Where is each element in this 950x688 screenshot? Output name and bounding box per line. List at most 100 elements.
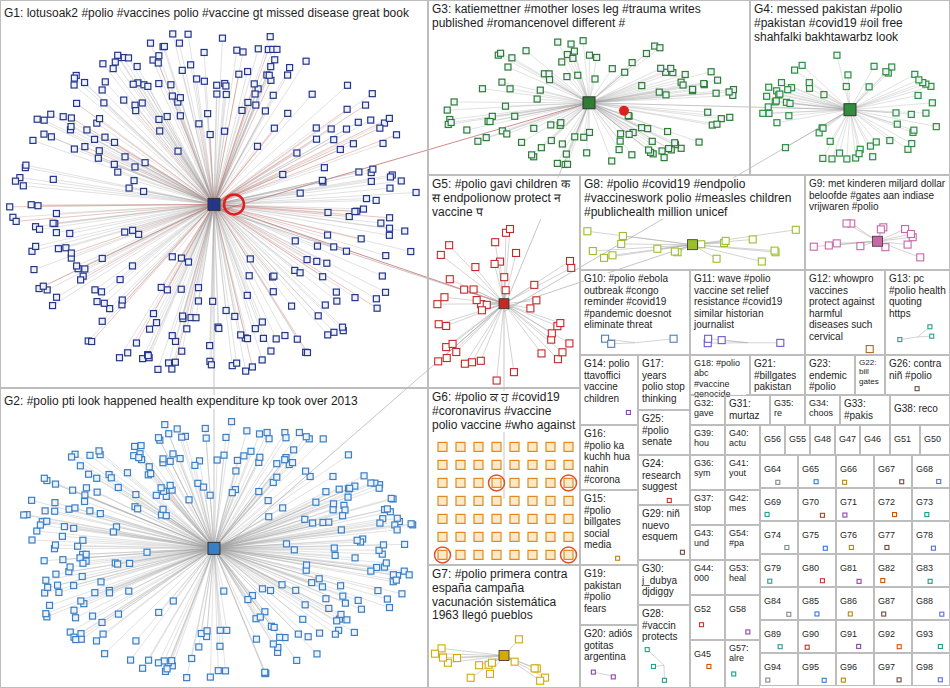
vertex [177,456,183,462]
vertex [764,93,770,99]
vertex [629,60,635,66]
vertex-edge [69,509,214,548]
vertex-edge [159,548,214,612]
vertex [340,324,346,330]
vertex [87,452,93,458]
vertex-edge [504,656,540,681]
vertex [510,478,519,487]
vertex-edge [504,304,562,353]
vertex [166,431,172,437]
group-box: G13: pc #polio health quoting https [885,270,950,355]
vertex [207,343,213,349]
vertex [487,670,494,677]
vertex [931,546,935,550]
vertex [584,228,591,235]
vertex [254,143,260,149]
vertex [722,237,729,244]
vertex [82,266,88,272]
vertex [352,555,358,561]
vertex [658,65,664,71]
vertex [564,460,573,469]
vertex-edge [127,473,214,549]
vertex [330,501,336,507]
vertex [71,146,77,152]
vertex [115,52,121,58]
vertex [50,176,56,182]
vertex [528,532,537,541]
vertex-edge [214,75,288,204]
group-label: G21: #billgates pakistan [754,358,801,393]
vertex [340,513,346,519]
vertex-edge [214,177,390,204]
vertex [95,155,101,161]
vertex [925,513,929,517]
vertex-edge [802,65,850,109]
vertex-edge [24,515,214,548]
group-label: G18: #polio abc #vaccine genocide [694,358,746,399]
vertex-edge [135,446,214,548]
vertex [168,82,174,88]
group-label: G3: katiemettner #mother loses leg #trau… [432,3,746,31]
vertex-edge [208,114,214,205]
vertex [531,665,538,672]
group-box: G43: und [690,525,725,560]
vertex-edge [504,304,569,344]
vertex-edge [214,548,265,672]
vertex-edge [66,204,214,247]
vertex [916,77,922,83]
vertex [908,111,914,117]
vertex-edge [69,548,214,571]
vertex [189,656,195,662]
vertex [698,241,705,248]
vertex-edge [589,103,676,145]
vertex-edge [589,93,716,103]
vertex [815,612,819,616]
vertex [672,140,678,146]
vertex [843,84,849,90]
vertex-edge [103,64,214,205]
vertex [282,457,288,463]
vertex [386,232,392,238]
vertex [177,95,183,101]
vertex [504,131,510,137]
vertex-edge [161,488,214,549]
vertex [116,355,122,361]
vertex [280,171,286,177]
vertex [92,287,98,293]
vertex-edge [214,476,364,549]
vertex [461,286,468,293]
group-label: G33: #pakis [844,398,886,421]
vertex [55,246,61,252]
group-label: G11: wave #polio vaccine set relief resi… [694,273,801,331]
vertex [214,91,220,97]
vertex [162,422,168,428]
vertex [310,520,316,526]
vertex [127,560,133,566]
vertex [271,273,277,279]
group-box: G9: met kinderen miljard dollar beloofde… [805,175,950,270]
vertex-edge [214,548,256,639]
vertex-edge [214,204,248,338]
vertex [843,480,847,484]
vertex [331,545,337,551]
vertex [533,297,540,304]
vertex [765,104,771,110]
vertex-edge [446,304,504,347]
vertex-edge [72,457,214,548]
vertex [435,358,442,365]
vertex [787,100,793,106]
vertex-edge [507,103,589,134]
vertex-edge [97,123,214,204]
group-label: G40: actu [729,428,756,449]
highlight-ring [561,547,577,563]
vertex [361,473,367,479]
vertex [857,579,861,583]
vertex-edge [504,304,560,323]
vertex [905,146,911,152]
group-label: G48 [814,434,831,444]
vertex-edge [214,548,260,617]
vertex [778,645,782,649]
vertex-edge [25,168,214,205]
vertex-edge [214,204,343,330]
vertex [661,155,667,161]
